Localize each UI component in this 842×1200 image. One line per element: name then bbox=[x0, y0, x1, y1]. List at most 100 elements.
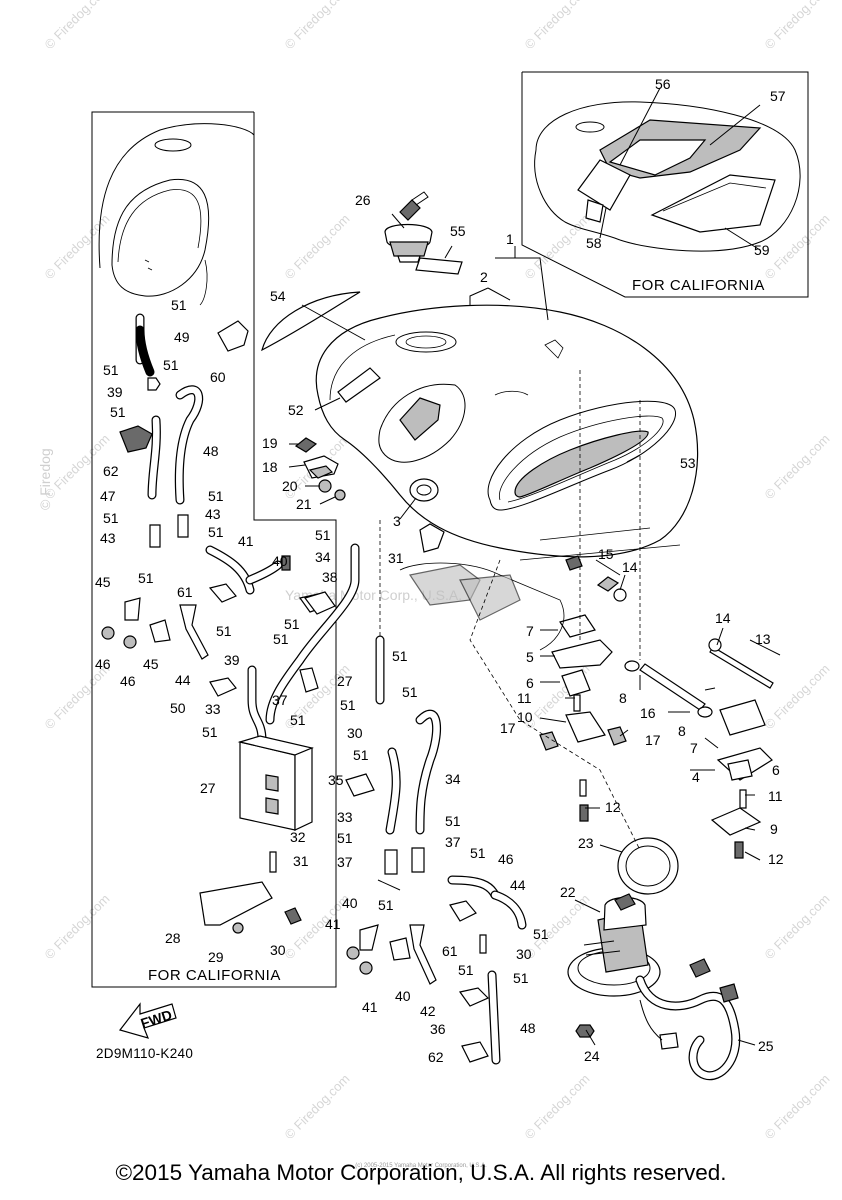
callout-11b: 11 bbox=[768, 788, 783, 804]
inset-tank-outline bbox=[98, 123, 255, 306]
inset-right-caption: FOR CALIFORNIA bbox=[632, 277, 765, 294]
frame-sketch bbox=[399, 527, 681, 651]
callout-44b: 44 bbox=[510, 877, 526, 893]
callout-51n: 51 bbox=[315, 527, 331, 543]
fwd-arrow: FWD bbox=[118, 1002, 177, 1039]
callout-26: 26 bbox=[355, 192, 371, 208]
callout-51y: 51 bbox=[513, 970, 529, 986]
grommet-3 bbox=[409, 478, 439, 502]
callout-37c: 37 bbox=[445, 834, 461, 850]
callout-5: 5 bbox=[526, 649, 534, 665]
callout-43a: 43 bbox=[100, 530, 116, 546]
callout-34b: 34 bbox=[445, 771, 461, 787]
callout-51i: 51 bbox=[216, 623, 232, 639]
tiny-copyright-note: (c) 2005-2015 Yamaha Motor Corporation, … bbox=[355, 1163, 487, 1169]
callout-51h: 51 bbox=[138, 570, 154, 586]
fuel-tank bbox=[315, 304, 699, 558]
watermark: © Firedog.com bbox=[522, 1071, 593, 1142]
watermark: © Firedog.com bbox=[762, 431, 833, 502]
watermark: © Firedog.com bbox=[42, 891, 113, 962]
callout-51a: 51 bbox=[171, 297, 187, 313]
callout-13: 13 bbox=[755, 631, 771, 647]
callout-39b: 39 bbox=[224, 652, 240, 668]
callout-51c: 51 bbox=[163, 357, 179, 373]
callout-35: 35 bbox=[328, 772, 344, 788]
callout-51j: 51 bbox=[284, 616, 300, 632]
rear-mount-parts bbox=[539, 576, 774, 859]
callout-61a: 61 bbox=[177, 584, 193, 600]
callout-14a: 14 bbox=[622, 559, 638, 575]
callout-21: 21 bbox=[296, 496, 312, 512]
callout-48b: 48 bbox=[520, 1020, 536, 1036]
callout-51r: 51 bbox=[353, 747, 369, 763]
callout-4: 4 bbox=[692, 769, 700, 785]
callout-51w: 51 bbox=[533, 926, 549, 942]
callout-51q: 51 bbox=[402, 684, 418, 700]
watermark: © Firedog.com bbox=[282, 1071, 353, 1142]
callout-54: 54 bbox=[270, 288, 286, 304]
callout-31b: 31 bbox=[388, 550, 404, 566]
callout-3: 3 bbox=[393, 513, 401, 529]
callout-51g: 51 bbox=[208, 524, 224, 540]
inset-tank-with-heatshields bbox=[534, 101, 801, 252]
callout-23: 23 bbox=[578, 835, 594, 851]
callout-46c: 46 bbox=[498, 851, 514, 867]
callout-30a: 30 bbox=[270, 942, 286, 958]
callout-51o: 51 bbox=[392, 648, 408, 664]
callout-32: 32 bbox=[290, 829, 306, 845]
callout-51v: 51 bbox=[378, 897, 394, 913]
callout-46a: 46 bbox=[95, 656, 111, 672]
callout-40a: 40 bbox=[272, 553, 288, 569]
callout-40c: 40 bbox=[395, 988, 411, 1004]
callout-37a: 37 bbox=[272, 692, 288, 708]
side-watermark: © Firedog bbox=[37, 448, 53, 510]
callout-51u: 51 bbox=[470, 845, 486, 861]
callout-36: 36 bbox=[430, 1021, 446, 1037]
callout-61b: 61 bbox=[442, 943, 458, 959]
callout-12b: 12 bbox=[768, 851, 784, 867]
callout-44a: 44 bbox=[175, 672, 191, 688]
callout-17b: 17 bbox=[645, 732, 661, 748]
inset-left-caption: FOR CALIFORNIA bbox=[148, 967, 281, 984]
callout-58: 58 bbox=[586, 235, 602, 251]
callout-41c: 41 bbox=[362, 999, 378, 1015]
callout-10: 10 bbox=[517, 709, 533, 725]
callout-46b: 46 bbox=[120, 673, 136, 689]
callout-30c: 30 bbox=[516, 946, 532, 962]
callout-39a: 39 bbox=[107, 384, 123, 400]
callout-1: 1 bbox=[506, 231, 514, 247]
watermark: © Firedog.com bbox=[762, 1071, 833, 1142]
callout-51m: 51 bbox=[290, 712, 306, 728]
callout-51e: 51 bbox=[103, 510, 119, 526]
callout-51b: 51 bbox=[103, 362, 119, 378]
callout-8b: 8 bbox=[678, 723, 686, 739]
callout-51t: 51 bbox=[445, 813, 461, 829]
switch-group-18-21 bbox=[294, 437, 346, 501]
callout-53: 53 bbox=[680, 455, 696, 471]
callout-22: 22 bbox=[560, 884, 576, 900]
callout-62b: 62 bbox=[428, 1049, 444, 1065]
callout-6b: 6 bbox=[772, 762, 780, 778]
watermark: © Firedog.com bbox=[282, 211, 353, 282]
callout-51p: 51 bbox=[340, 697, 356, 713]
watermark: © Firedog.com bbox=[42, 0, 113, 52]
callout-12a: 12 bbox=[605, 799, 621, 815]
callout-49: 49 bbox=[174, 329, 190, 345]
callout-16: 16 bbox=[640, 705, 656, 721]
watermark: © Firedog.com bbox=[42, 211, 113, 282]
watermark: © Firedog.com bbox=[282, 0, 353, 52]
callout-31a: 31 bbox=[293, 853, 309, 869]
watermark: © Firedog.com bbox=[762, 211, 833, 282]
watermark: © Firedog.com bbox=[522, 0, 593, 52]
fuel-cap-26 bbox=[384, 191, 433, 263]
callout-18: 18 bbox=[262, 459, 278, 475]
copyright-footer: ©2015 Yamaha Motor Corporation, U.S.A. A… bbox=[115, 1160, 727, 1185]
callout-45a: 45 bbox=[95, 574, 111, 590]
callout-37b: 37 bbox=[337, 854, 353, 870]
callout-45b: 45 bbox=[143, 656, 159, 672]
label-55 bbox=[415, 257, 463, 275]
callout-19: 19 bbox=[262, 435, 278, 451]
callout-52: 52 bbox=[288, 402, 304, 418]
callout-15: 15 bbox=[598, 546, 614, 562]
